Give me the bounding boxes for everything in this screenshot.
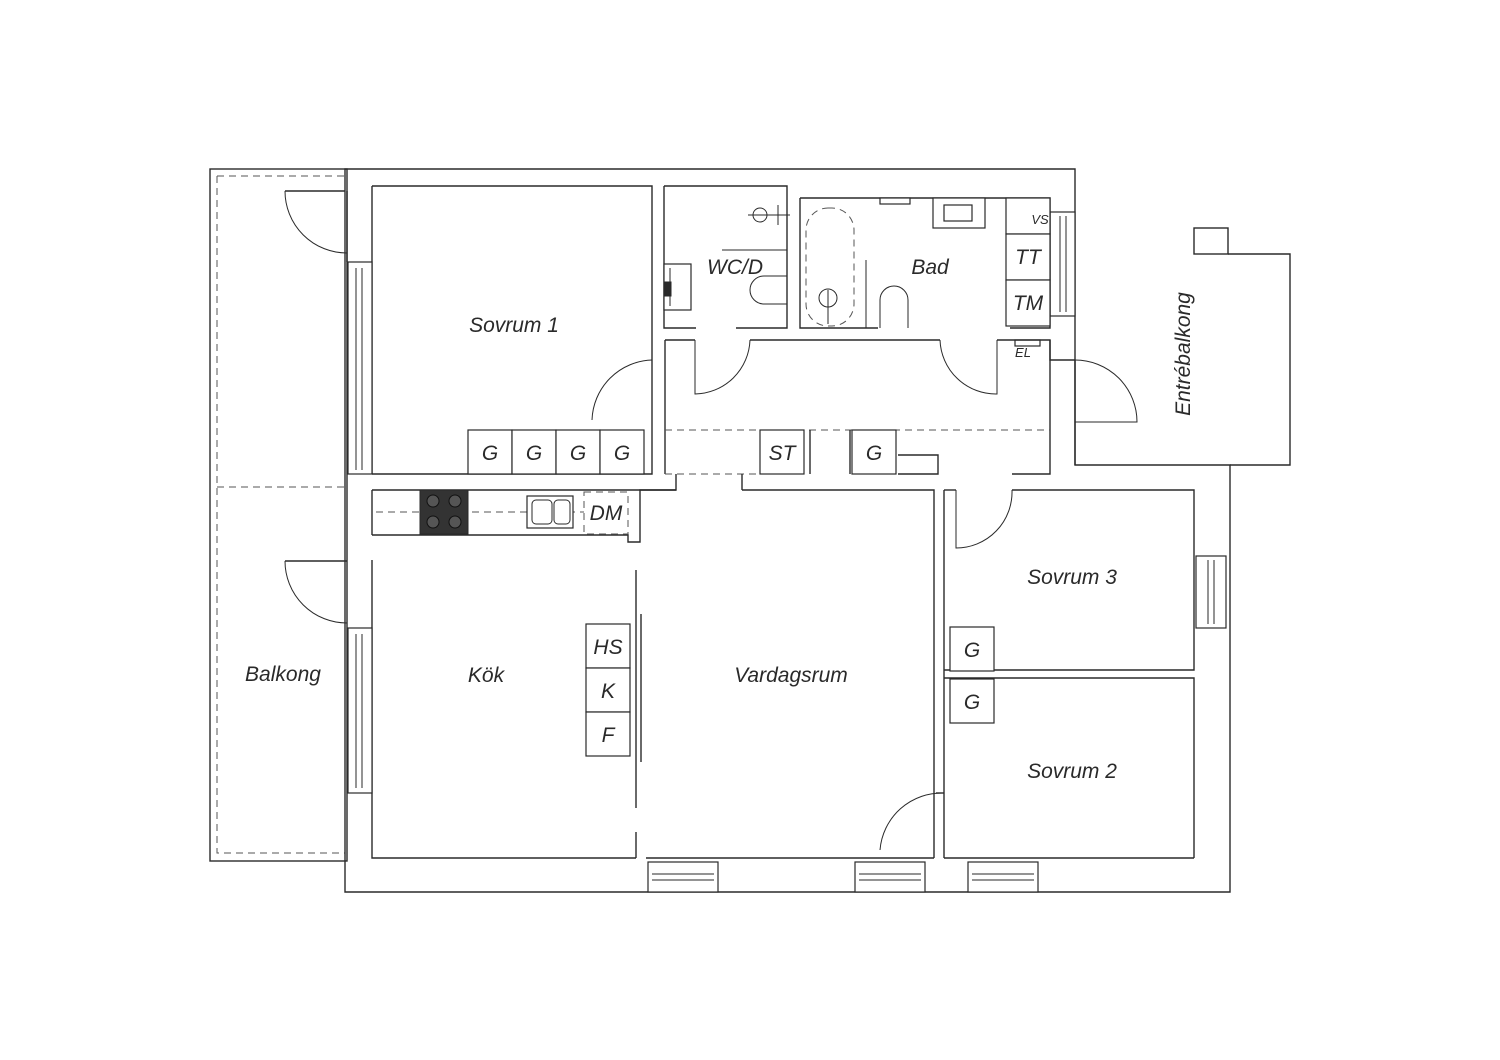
entrebalkong-label: Entrébalkong [1172, 292, 1195, 416]
wardrobe-label-4: G [614, 442, 630, 465]
hall-walls [371, 339, 1195, 858]
wardrobe-label-sovrum3: G [964, 639, 980, 662]
vardagsrum-label: Vardagsrum [734, 664, 848, 687]
sovrum3-window [1195, 555, 1227, 629]
tt-label: TT [1015, 246, 1043, 269]
balkong-area [209, 168, 348, 862]
wcd-room [663, 185, 790, 329]
entrebalkong-area [1074, 227, 1291, 466]
kok-window [347, 627, 373, 794]
k-label: K [601, 680, 616, 703]
bad-label: Bad [911, 256, 950, 279]
sovrum1-window [347, 261, 373, 475]
wcd-label: WC/D [707, 256, 763, 279]
wardrobe-label-sovrum2: G [964, 691, 980, 714]
bottom-windows [647, 861, 1039, 893]
bad-window [1049, 211, 1076, 317]
f-label: F [602, 724, 616, 747]
balcony-door-bottom [284, 560, 348, 624]
wardrobe-label-3: G [570, 442, 586, 465]
hs-label: HS [593, 636, 622, 659]
interior-doors [591, 339, 1138, 858]
tm-label: TM [1013, 292, 1044, 315]
storage-label: ST [769, 442, 798, 465]
wardrobe-label-2: G [526, 442, 542, 465]
wardrobe-label-1: G [482, 442, 498, 465]
sovrum1-label: Sovrum 1 [469, 314, 559, 337]
el-label: EL [1015, 345, 1031, 360]
wardrobe-label-hall: G [866, 442, 882, 465]
dishwasher-label: DM [590, 502, 623, 525]
bad-room [799, 197, 1051, 347]
kitchen-counter [376, 489, 629, 535]
balkong-label: Balkong [245, 663, 321, 686]
balcony-door-top [284, 190, 348, 262]
sovrum2-label: Sovrum 2 [1027, 760, 1117, 783]
kok-label: Kök [468, 664, 506, 687]
sovrum3-label: Sovrum 3 [1027, 566, 1117, 589]
wardrobes [467, 429, 995, 757]
vs-label: VS [1031, 212, 1049, 227]
